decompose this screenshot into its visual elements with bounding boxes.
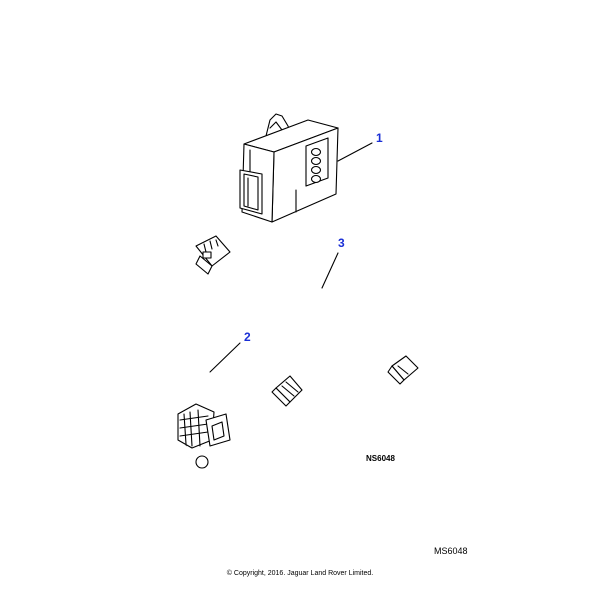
callout-3: 3	[338, 236, 345, 250]
leader-line-2	[209, 342, 241, 373]
sheet-code-label: MS6048	[434, 546, 468, 556]
control-module-icon	[239, 113, 339, 223]
diagram-ref-label: NS6048	[366, 454, 395, 463]
leader-line-3	[321, 252, 339, 289]
leader-line-1	[337, 142, 373, 162]
callout-2: 2	[244, 330, 251, 344]
socket-harness-icon	[156, 370, 303, 469]
link-harness-icon	[195, 235, 422, 385]
callout-1: 1	[376, 131, 383, 145]
copyright-notice: © Copyright, 2016. Jaguar Land Rover Lim…	[227, 569, 373, 577]
